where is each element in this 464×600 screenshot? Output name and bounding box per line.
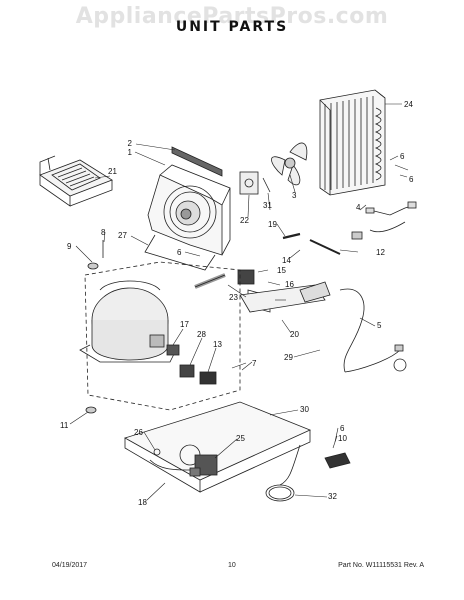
- callout-14: 14: [282, 256, 291, 265]
- callout-25: 25: [236, 434, 245, 443]
- callout-19: 19: [268, 220, 277, 229]
- callout-31: 31: [263, 201, 272, 210]
- callout-12: 12: [376, 248, 385, 257]
- footer-page-number: 10: [228, 562, 236, 569]
- part-3-fan-blade: [271, 142, 308, 186]
- part-2-mount-strip: [171, 146, 223, 177]
- callout-15: 15: [277, 266, 286, 275]
- part-13-capacitor: [199, 371, 217, 385]
- part-4-wire-harness: [351, 201, 417, 240]
- part-28-overload: [179, 364, 195, 378]
- callout-11: 11: [60, 421, 69, 430]
- callout-2: 2: [128, 139, 133, 148]
- part-compressor: [79, 280, 176, 363]
- callout-6-foot: 6: [340, 424, 345, 433]
- callout-1: 1: [128, 148, 133, 157]
- part-15-relay: [237, 269, 255, 285]
- part-1-fan-shroud: [144, 164, 231, 271]
- part-30-base-plate: [123, 401, 312, 493]
- part-11-grommet: [85, 406, 97, 414]
- callout-6-coil: 6: [400, 152, 405, 161]
- part-10-foot: [324, 452, 351, 469]
- compartment-outline: [84, 261, 241, 411]
- part-21-drain-pan: [39, 155, 113, 207]
- callout-10: 10: [338, 434, 347, 443]
- part-20-control-board: [239, 281, 331, 313]
- callout-21: 21: [108, 167, 117, 176]
- callout-9: 9: [67, 242, 72, 251]
- part-32-drain-hose: [265, 444, 301, 502]
- part-23-drier: [194, 273, 226, 289]
- callout-30: 30: [300, 405, 309, 414]
- part-26-clamp: [153, 448, 161, 456]
- callout-4: 4: [356, 203, 361, 212]
- callout-6-shroud: 6: [177, 248, 182, 257]
- part-24-condenser-coil: [319, 89, 386, 196]
- callout-6-coil-b: 6: [409, 175, 414, 184]
- callout-16: 16: [285, 280, 294, 289]
- callout-17: 17: [180, 320, 189, 329]
- callout-22: 22: [240, 216, 249, 225]
- part-25-drain-pump: [189, 454, 218, 477]
- callout-7: 7: [252, 359, 257, 368]
- callout-26: 26: [134, 428, 143, 437]
- callout-3: 3: [292, 191, 297, 200]
- callout-23: 23: [229, 293, 238, 302]
- callout-32: 32: [328, 492, 337, 501]
- part-9-grommet: [87, 262, 99, 270]
- part-18-hose: [149, 459, 191, 471]
- part-22-bracket: [239, 171, 259, 195]
- footer-date: 04/19/2017: [52, 562, 88, 569]
- part-17-relay: [166, 344, 180, 356]
- diagram-title: UNIT PARTS: [175, 19, 289, 35]
- callout-20: 20: [290, 330, 299, 339]
- part-31-screw: [262, 177, 271, 193]
- watermark: AppliancePartsPros.com: [75, 4, 389, 29]
- leader-lines: [69, 103, 409, 501]
- part-19-rod: [282, 232, 301, 240]
- callout-numbers: 2 1 3 24 6 6 4 21 22 31 19 14 12 27 6 15…: [60, 100, 414, 507]
- part-12-rod: [309, 239, 341, 255]
- callout-5: 5: [377, 321, 382, 330]
- callout-27: 27: [118, 231, 127, 240]
- callout-8: 8: [101, 228, 106, 237]
- callout-18: 18: [138, 498, 147, 507]
- callout-24: 24: [404, 100, 413, 109]
- callout-28: 28: [197, 330, 206, 339]
- callout-13: 13: [213, 340, 222, 349]
- callout-29: 29: [284, 353, 293, 362]
- footer-part-number: Part No. W11115531 Rev. A: [338, 562, 424, 569]
- part-5-wire-harness: [339, 288, 407, 373]
